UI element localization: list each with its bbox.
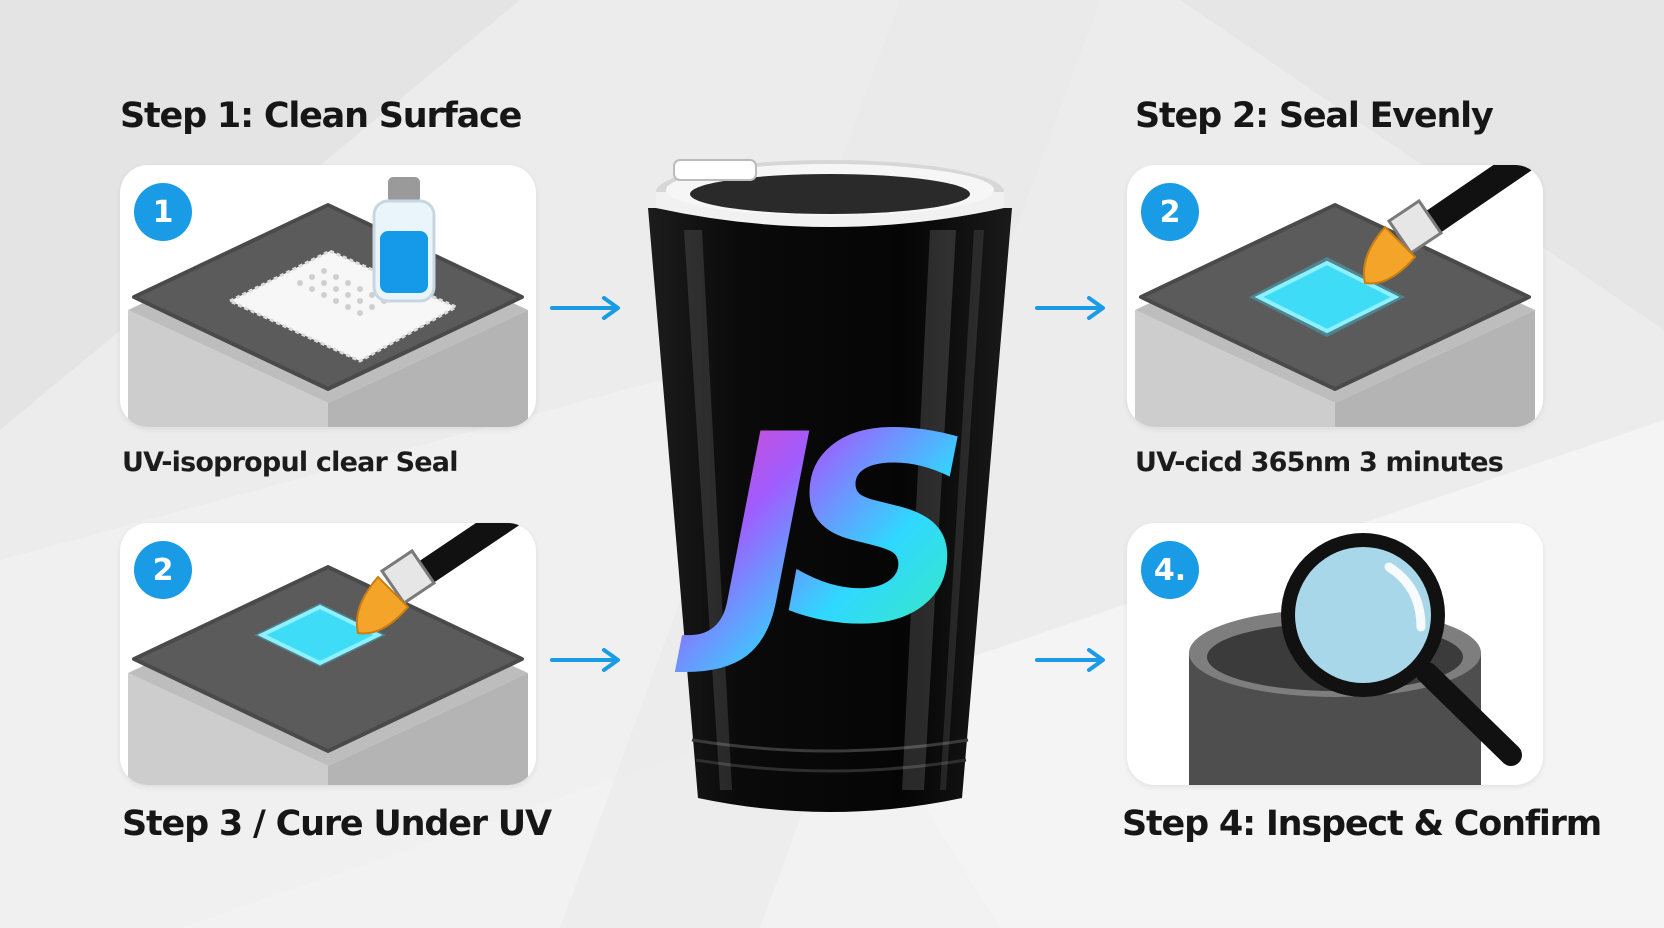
step1-card: 1 <box>120 165 536 427</box>
arrow-right-icon <box>1035 296 1105 320</box>
step4-caption: Step 4: Inspect & Confirm <box>1122 804 1602 844</box>
step3-card: 2 <box>120 523 536 785</box>
step2-card: 2 <box>1127 165 1543 427</box>
seal-patch <box>254 603 386 667</box>
step1-badge: 1 <box>134 183 192 241</box>
step2-caption: UV-cicd 365nm 3 minutes <box>1135 447 1504 478</box>
brush-icon <box>355 523 523 635</box>
step1-caption: UV-isopropul clear Seal <box>122 447 458 478</box>
step2-heading: Step 2: Seal Evenly <box>1135 96 1494 136</box>
step3-caption: Step 3 / Cure Under UV <box>122 804 552 844</box>
step4-card: 4. <box>1127 523 1543 785</box>
magnifier-icon <box>1281 533 1522 766</box>
arrow-right-icon <box>1035 648 1105 672</box>
tumbler: JS <box>648 159 1012 812</box>
tumbler-logo: JS <box>673 380 959 682</box>
step2-badge: 2 <box>1141 183 1199 241</box>
step3-badge: 2 <box>134 541 192 599</box>
arrow-right-icon <box>550 296 620 320</box>
step1-heading: Step 1: Clean Surface <box>120 96 522 136</box>
arrow-right-icon <box>550 648 620 672</box>
step4-badge: 4. <box>1141 541 1199 599</box>
alcohol-bottle-icon <box>372 177 436 303</box>
brush-icon <box>1362 165 1540 285</box>
